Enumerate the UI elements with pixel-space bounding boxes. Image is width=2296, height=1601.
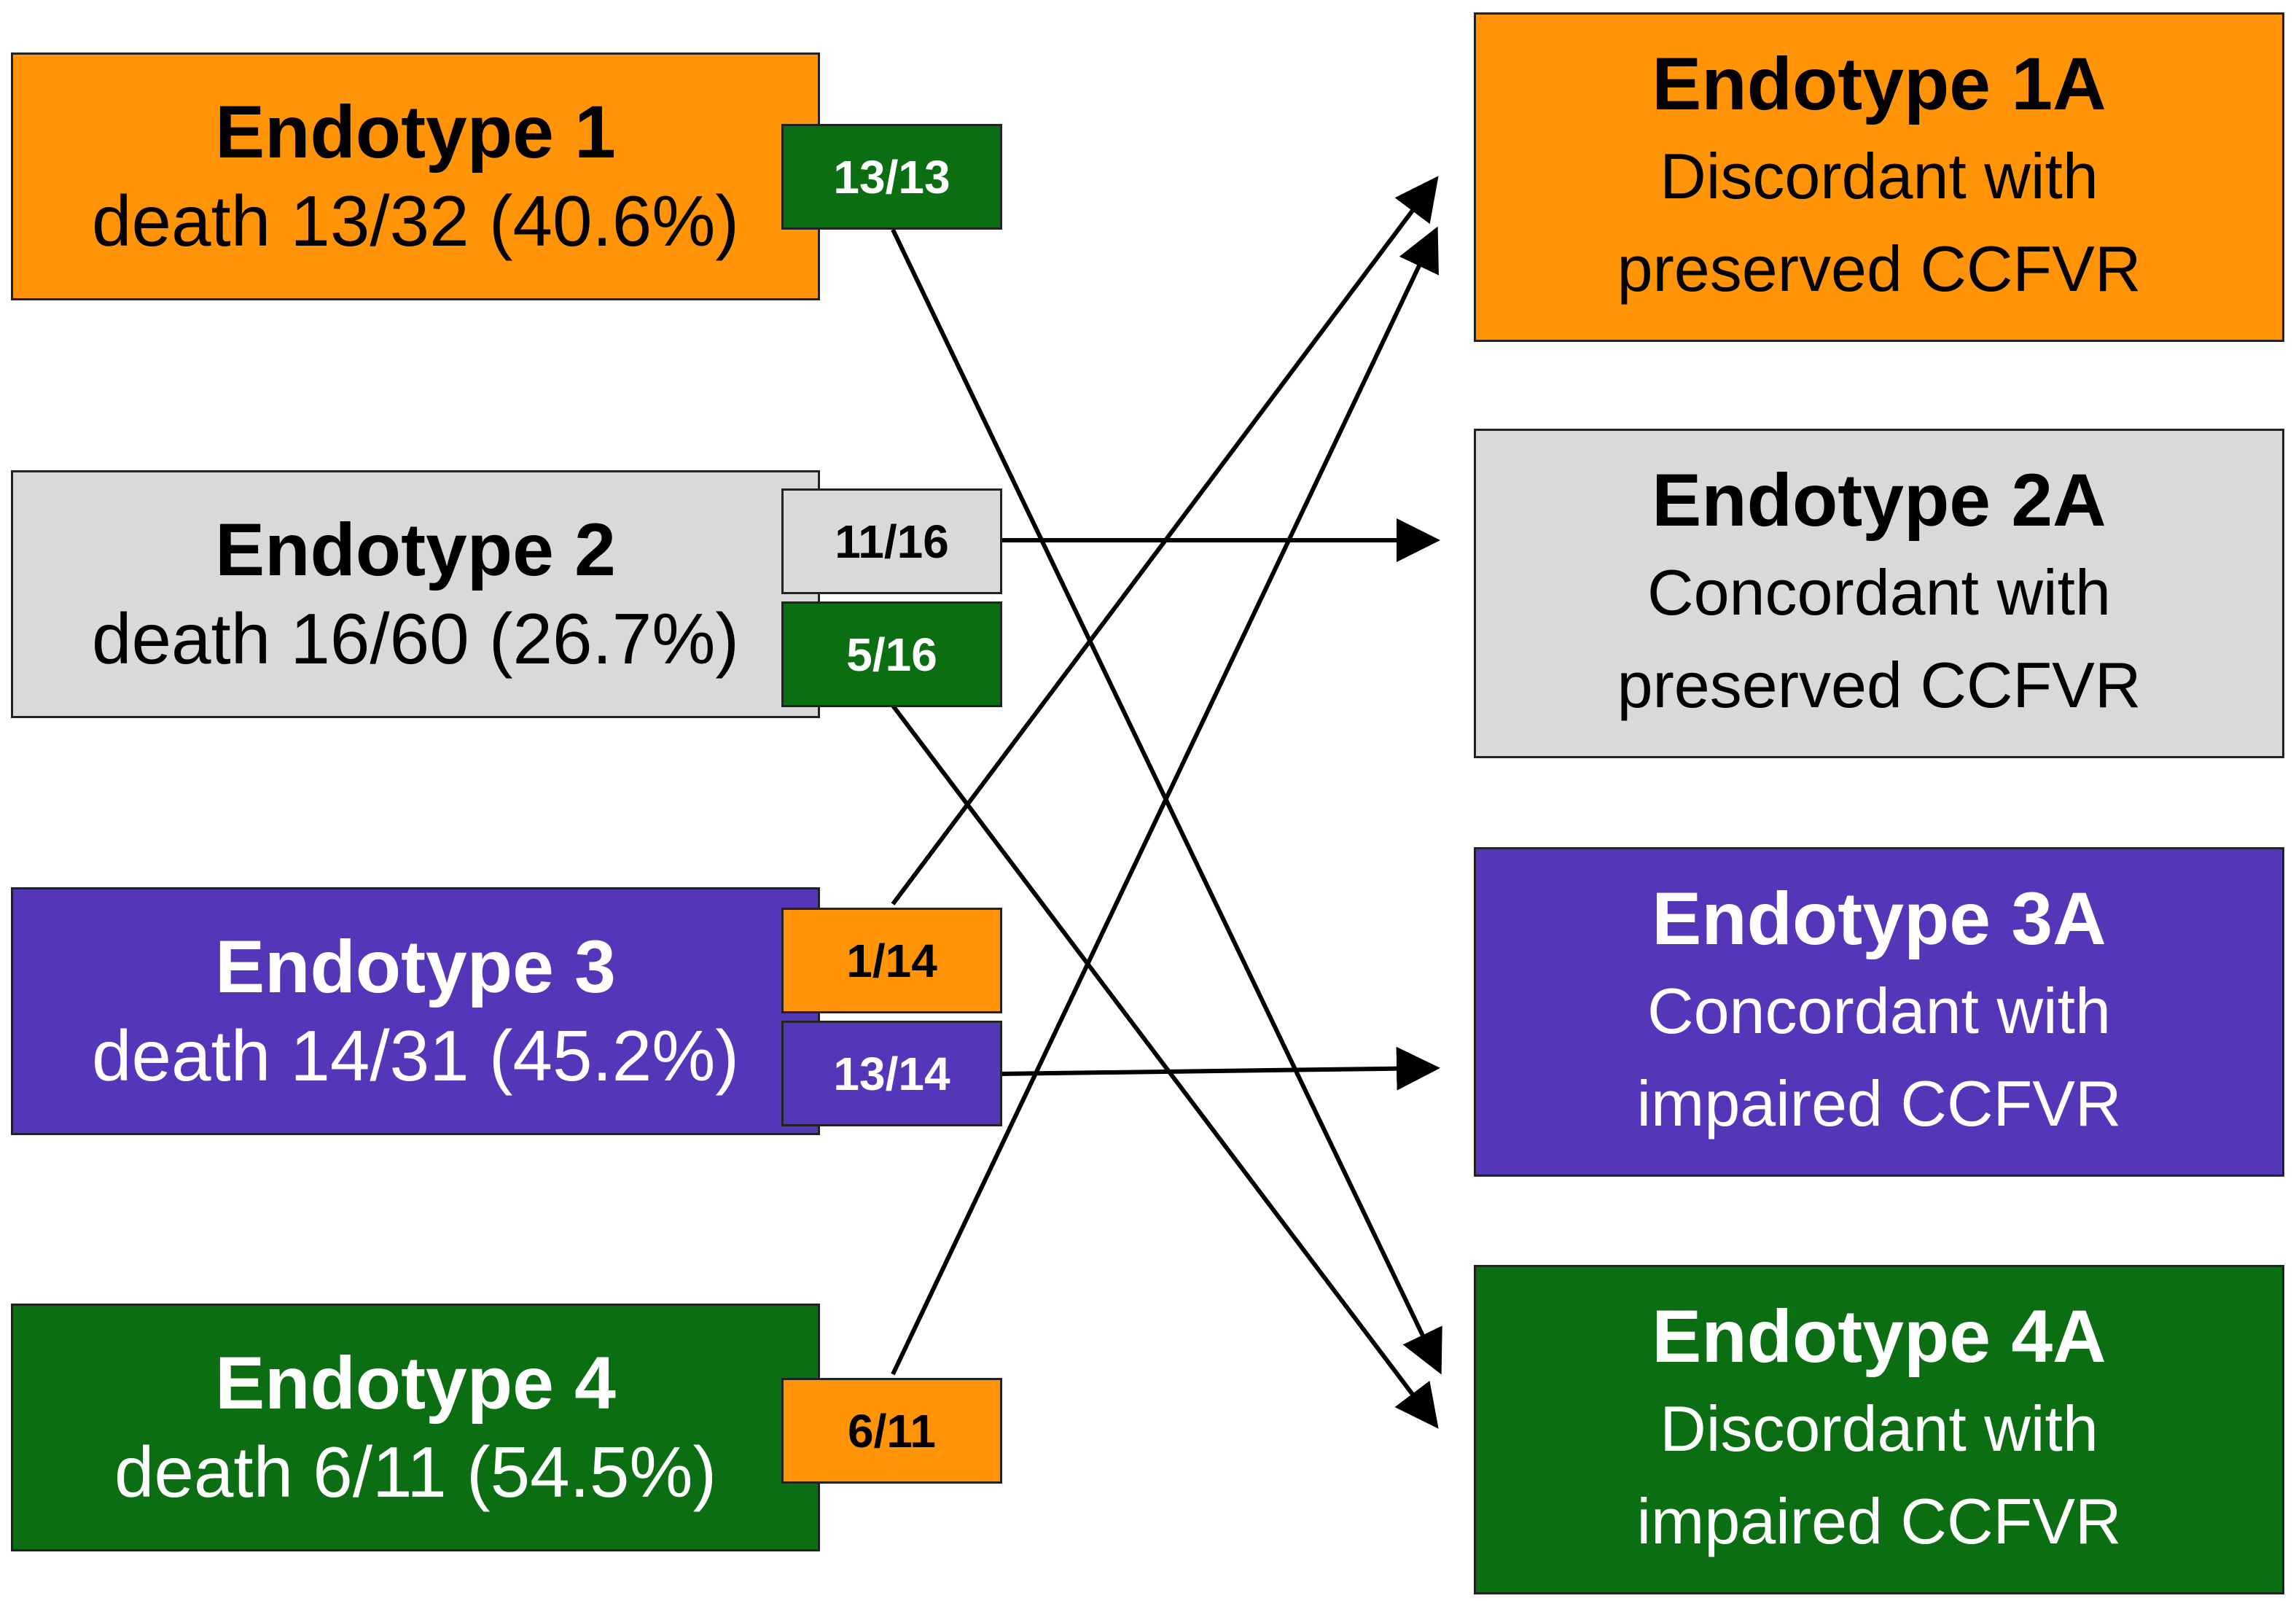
source-death-rate: death 6/11 (54.5%) (114, 1431, 717, 1512)
source-box-endotype-2: Endotype 2 death 16/60 (26.7%) (11, 470, 820, 718)
source-title: Endotype 2 (215, 507, 616, 591)
target-ccfvr-status: preserved CCFVR (1617, 649, 2141, 722)
source-death-rate: death 16/60 (26.7%) (91, 598, 740, 679)
source-box-endotype-1: Endotype 1 death 13/32 (40.6%) (11, 52, 820, 300)
source-death-rate: death 14/31 (45.2%) (91, 1015, 740, 1096)
transition-badge-4-to-1a: 6/11 (781, 1378, 1002, 1484)
target-description: Discordant with (1660, 1392, 2098, 1465)
arrow-4-to-1a (891, 226, 1439, 1376)
arrow-3-to-1a (891, 176, 1439, 905)
source-title: Endotype 4 (215, 1341, 616, 1425)
target-description: Concordant with (1647, 974, 2111, 1047)
arrow-3-to-3a (998, 1046, 1440, 1091)
transition-badge-2-to-4a: 5/16 (781, 601, 1002, 707)
target-ccfvr-status: preserved CCFVR (1617, 233, 2141, 305)
source-box-endotype-4: Endotype 4 death 6/11 (54.5%) (11, 1304, 820, 1551)
target-ccfvr-status: impaired CCFVR (1636, 1485, 2122, 1558)
target-box-endotype-1a: Endotype 1A Discordant with preserved CC… (1474, 12, 2284, 342)
target-ccfvr-status: impaired CCFVR (1636, 1067, 2122, 1140)
target-title: Endotype 3A (1652, 877, 2106, 961)
target-description: Discordant with (1660, 139, 2098, 212)
target-box-endotype-3a: Endotype 3A Concordant with impaired CCF… (1474, 847, 2284, 1177)
transition-badge-1-to-4a: 13/13 (781, 124, 1002, 230)
transition-badge-3-to-3a: 13/14 (781, 1021, 1002, 1126)
arrow-2-to-4a (891, 704, 1439, 1429)
source-title: Endotype 1 (215, 90, 616, 174)
target-description: Concordant with (1647, 556, 2111, 628)
source-box-endotype-3: Endotype 3 death 14/31 (45.2%) (11, 887, 820, 1135)
target-box-endotype-2a: Endotype 2A Concordant with preserved CC… (1474, 429, 2284, 758)
target-title: Endotype 2A (1652, 459, 2106, 542)
source-title: Endotype 3 (215, 924, 616, 1008)
target-title: Endotype 4A (1652, 1295, 2106, 1379)
transition-badge-2-to-2a: 11/16 (781, 488, 1002, 594)
target-title: Endotype 1A (1652, 42, 2106, 126)
target-box-endotype-4a: Endotype 4A Discordant with impaired CCF… (1474, 1265, 2284, 1594)
transition-badge-3-to-1a: 1/14 (781, 908, 1002, 1013)
source-death-rate: death 13/32 (40.6%) (91, 180, 740, 261)
